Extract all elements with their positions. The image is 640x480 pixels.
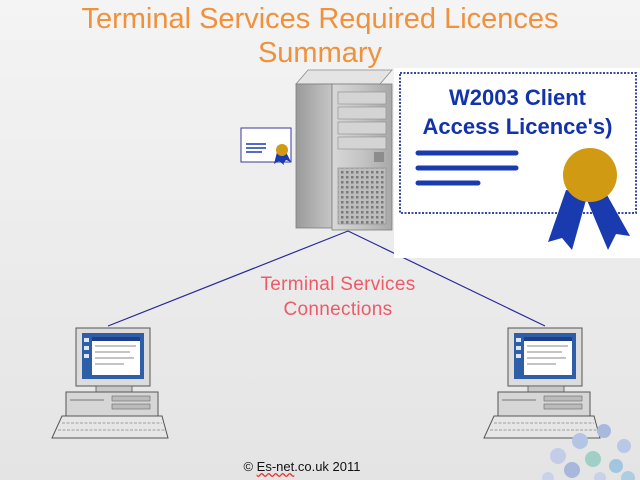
certificate-title-line-2: Access Licence's) — [422, 114, 613, 139]
small-certificate-icon — [240, 127, 292, 165]
certificate-title: W2003 Client Access Licence's) — [400, 83, 635, 141]
copyright-prefix: © — [243, 459, 257, 474]
workstation-left-icon — [51, 327, 169, 439]
decorative-dots-icon — [542, 424, 635, 480]
slide-title-line-1: Terminal Services Required Licences — [81, 3, 559, 35]
workstation-right-icon — [483, 327, 601, 439]
connections-label: Terminal Services Connections — [238, 272, 438, 322]
copyright-domain: .co.uk — [294, 459, 329, 474]
slide-title: Terminal Services Required Licences Summ… — [0, 2, 640, 70]
certificate-title-line-1: W2003 Client — [449, 85, 586, 110]
copyright-year: 2011 — [328, 459, 361, 474]
connections-label-line-2: Connections — [283, 299, 393, 320]
copyright-site: Es-net — [256, 459, 295, 474]
connection-line-left — [107, 230, 349, 327]
copyright-footer: © Es-net.co.uk 2011 — [0, 459, 604, 475]
slide-title-line-2: Summary — [257, 37, 383, 69]
server-tower-icon — [295, 69, 393, 231]
connection-line-right — [347, 230, 546, 327]
large-certificate-icon — [394, 68, 640, 258]
connections-label-line-1: Terminal Services — [260, 274, 416, 295]
